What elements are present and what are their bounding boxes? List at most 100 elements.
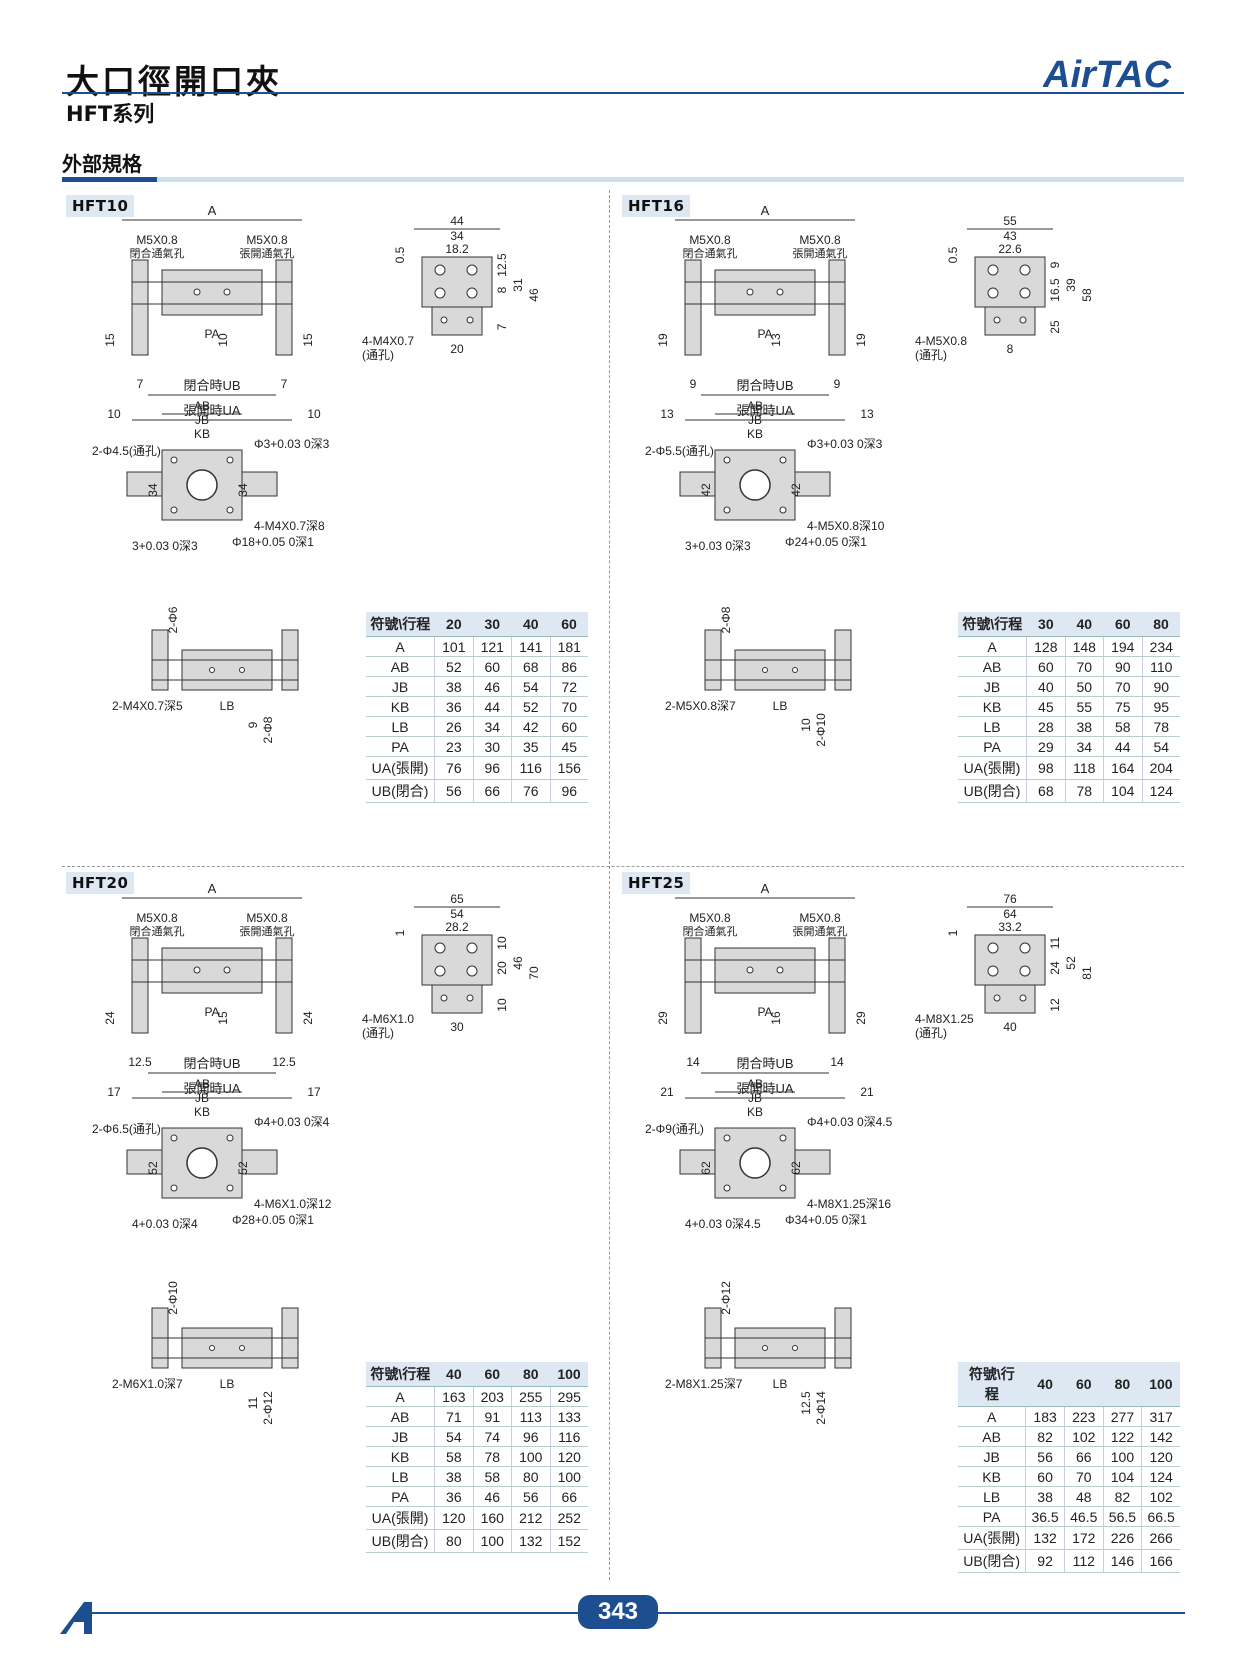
table-cell: 132 <box>511 1529 550 1553</box>
dim-label-jb: JB <box>195 1091 209 1105</box>
hole-through-label: 2-Φ6.5(通孔) <box>92 1122 161 1136</box>
dim-value: 11 <box>246 1396 260 1409</box>
dim-value: 9 <box>1048 261 1062 268</box>
table-cell: 29 <box>1026 736 1066 757</box>
hole-circle <box>723 456 731 464</box>
gripper-body <box>714 269 816 316</box>
port-open-note: 張開通氣孔 <box>793 246 848 260</box>
side-foot <box>431 306 483 336</box>
side-thread-label: 4-M6X1.0 <box>362 1012 414 1026</box>
bottom-dia-label: 2-Φ8 <box>719 606 733 633</box>
table-cell: 118 <box>1064 756 1104 780</box>
table-cell: PA <box>366 1486 435 1507</box>
table-cell: KB <box>958 696 1027 717</box>
port-close-label: M5X0.8 <box>689 911 731 925</box>
table-cell: 116 <box>549 1426 588 1447</box>
table-cell: 46.5 <box>1063 1506 1104 1527</box>
hole-circle <box>466 994 474 1002</box>
side-foot <box>431 984 483 1014</box>
hole-circle <box>466 287 478 299</box>
hole-circle <box>762 1345 768 1351</box>
table-cell: 54 <box>434 1426 474 1447</box>
dim-label-pa: PA <box>204 1005 219 1019</box>
table-cell: LB <box>958 1486 1026 1507</box>
hole-circle <box>792 1345 798 1351</box>
table-cell: 56 <box>511 1486 550 1507</box>
side-block <box>421 934 493 986</box>
table-cell: 45 <box>1026 696 1066 717</box>
table-cell: 160 <box>472 1506 512 1530</box>
pin-hole-b-label: 3+0.03 0深3 <box>685 539 751 553</box>
dim-value: 34 <box>146 483 160 497</box>
table-cell: 36 <box>434 1486 474 1507</box>
hole-circle <box>792 667 798 673</box>
table-cell: 70 <box>1103 676 1142 697</box>
dim-value: 58 <box>1080 288 1094 302</box>
table-cell: AB <box>366 1406 435 1427</box>
dim-value: 16 <box>769 1011 783 1025</box>
bottom-body <box>181 649 273 691</box>
table-cell: 78 <box>1064 779 1104 803</box>
hole-circle <box>1019 264 1031 276</box>
dim-label-ub: 閉合時UB <box>183 1056 240 1071</box>
table-cell: 76 <box>434 756 474 780</box>
table-cell: UB(閉合) <box>366 1529 435 1553</box>
bottom-lb-label: LB <box>773 1377 788 1391</box>
table-cell: JB <box>958 1446 1026 1467</box>
dim-value: 9 <box>834 377 841 391</box>
hole-circle <box>239 1345 245 1351</box>
page-number: 343 <box>578 1595 658 1629</box>
table-header-cell: 60 <box>1103 612 1142 637</box>
table-cell: 48 <box>1063 1486 1104 1507</box>
section-bar <box>62 177 1184 182</box>
table-cell: 120 <box>1141 1446 1180 1467</box>
pin-hole-label: Φ4+0.03 0深4.5 <box>807 1115 893 1129</box>
table-header-cell: 20 <box>434 612 474 637</box>
side-foot <box>984 984 1036 1014</box>
dim-value: 34 <box>450 229 464 243</box>
port-close-label: M5X0.8 <box>136 911 178 925</box>
dim-label-pa: PA <box>757 1005 772 1019</box>
table-cell: UA(張開) <box>366 1506 435 1530</box>
hole-circle <box>193 966 201 974</box>
table-cell: 28 <box>1026 716 1066 737</box>
table-cell: 142 <box>1141 1426 1180 1447</box>
table-cell: 132 <box>1025 1526 1065 1550</box>
table-cell: 30 <box>472 736 512 757</box>
port-open-note: 張開通氣孔 <box>240 924 295 938</box>
side-thread-note: (通孔) <box>362 1026 394 1040</box>
dim-value: 44 <box>450 214 464 228</box>
model-tag-hft16: HFT16 <box>622 195 691 217</box>
table-header-cell: 符號\行程 <box>958 612 1027 637</box>
dim-value: 81 <box>1080 966 1094 980</box>
dim-value: 10 <box>799 718 813 732</box>
hole-circle <box>434 965 446 977</box>
dim-label-ab: AB <box>747 1077 763 1091</box>
table-cell: 46 <box>472 676 512 697</box>
gripper-body <box>161 947 263 994</box>
table-cell: 96 <box>472 756 512 780</box>
hole-circle <box>746 288 754 296</box>
table-cell: 34 <box>472 716 512 737</box>
dim-value: 29 <box>656 1011 670 1025</box>
dim-value: 28.2 <box>445 920 469 934</box>
jaw-right <box>828 259 846 356</box>
dim-value: 30 <box>450 1020 464 1034</box>
dim-value: 19 <box>854 333 868 347</box>
table-cell: 104 <box>1103 779 1142 803</box>
table-cell: 38 <box>1025 1486 1065 1507</box>
jaw-left <box>684 259 702 356</box>
